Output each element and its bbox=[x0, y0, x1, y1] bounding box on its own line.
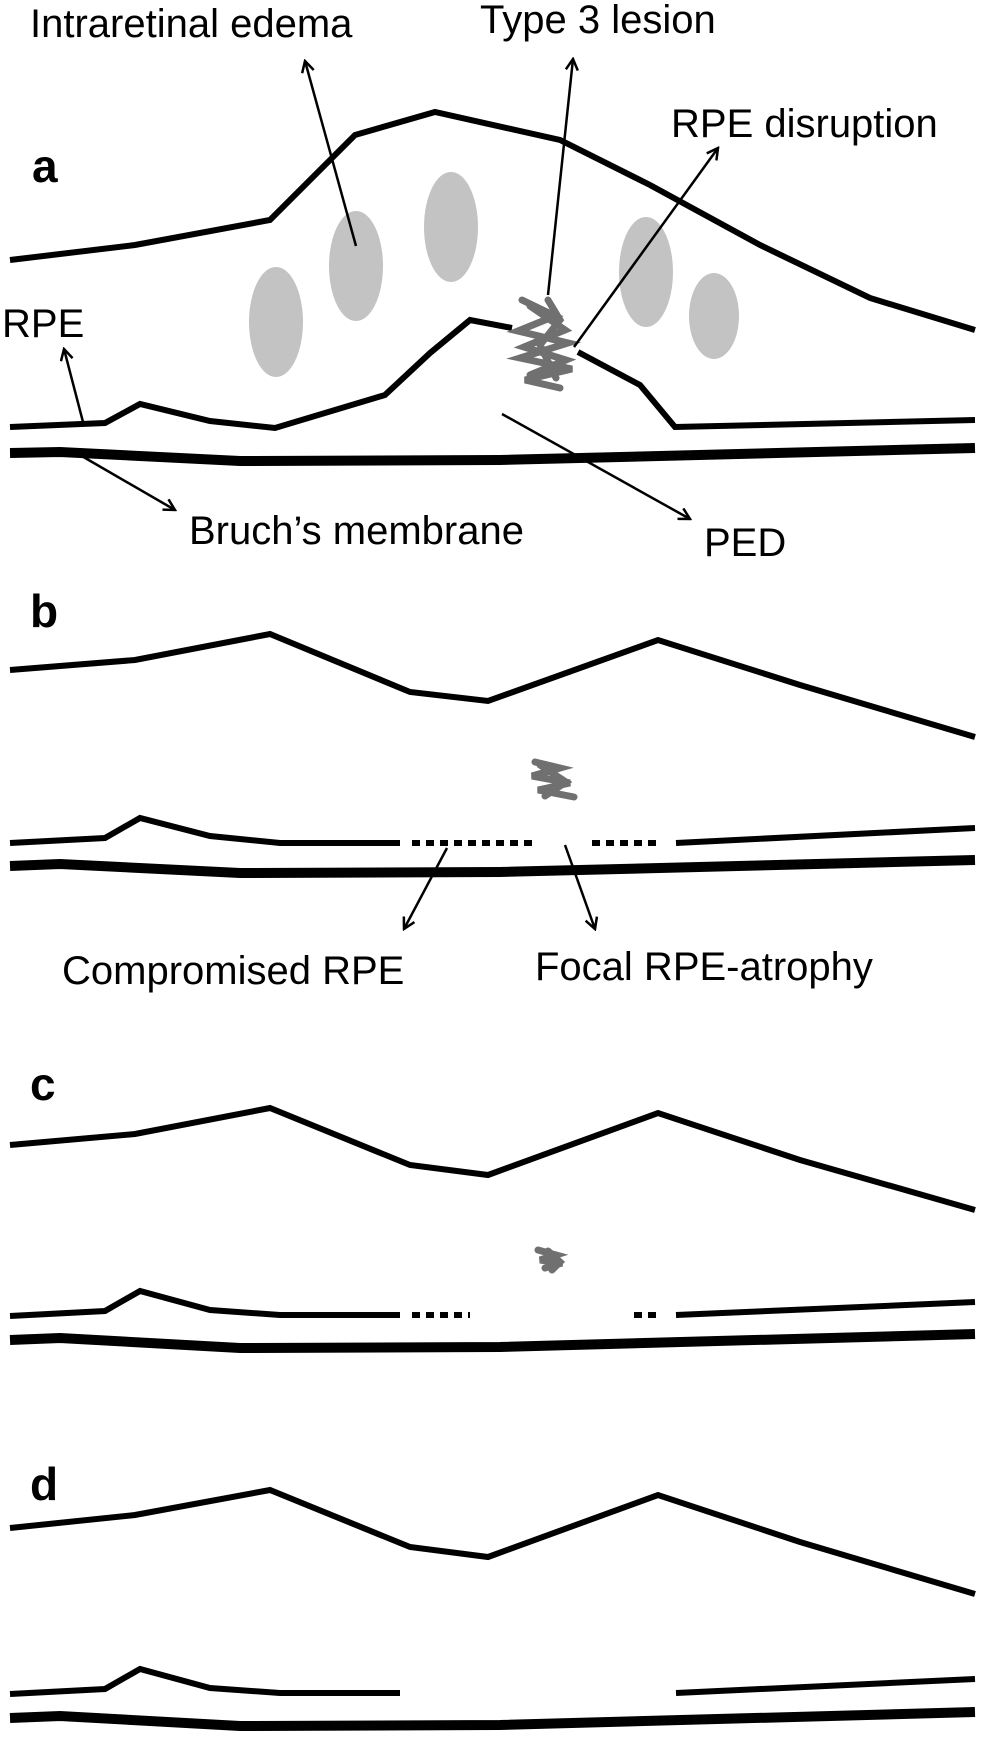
panel-a-rpe-arrow bbox=[64, 349, 85, 423]
panel-d-bruch-membrane bbox=[9, 1707, 976, 1732]
label-compromised-rpe: Compromised RPE bbox=[62, 949, 404, 993]
panel-d-label: d bbox=[30, 1458, 58, 1510]
panel-a-rpe-line-right bbox=[576, 349, 976, 431]
panel-b-rpe-line-right bbox=[675, 825, 976, 846]
panel-a-rpe-line-left bbox=[9, 316, 513, 432]
panel-d: d bbox=[9, 1458, 976, 1732]
label-focal-rpe-atrophy: Focal RPE-atrophy bbox=[535, 945, 873, 989]
panel-a-edema-cyst-3 bbox=[424, 172, 478, 282]
panel-c: c bbox=[9, 1058, 976, 1354]
panel-c-retinal-surface bbox=[9, 1104, 976, 1213]
panel-b-focal-atrophy-arrow bbox=[563, 844, 595, 929]
label-intraretinal-edema: Intraretinal edema bbox=[30, 2, 353, 46]
panel-a-bruch-membrane bbox=[9, 443, 976, 467]
panel-a-edema-cyst-1 bbox=[249, 267, 303, 377]
panel-b-bruch-membrane bbox=[9, 855, 976, 879]
panel-a-label: a bbox=[32, 140, 58, 192]
panel-c-type3-lesion bbox=[534, 1246, 569, 1274]
panel-b-label: b bbox=[30, 585, 58, 637]
panel-a-bruch-arrow bbox=[79, 453, 175, 510]
label-rpe: RPE bbox=[2, 302, 84, 346]
panel-a-edema-cyst-2 bbox=[329, 211, 383, 321]
panel-d-rpe-line-left bbox=[9, 1665, 400, 1697]
panel-a-ped-arrow bbox=[501, 412, 690, 519]
panel-c-rpe-line-right bbox=[675, 1299, 976, 1318]
panel-a-edema-cyst-5 bbox=[689, 273, 739, 359]
panel-c-bruch-membrane bbox=[9, 1329, 976, 1354]
panel-b-rpe-line-left bbox=[9, 814, 400, 846]
label-ped: PED bbox=[704, 521, 786, 565]
panel-a-type3-lesion bbox=[506, 296, 582, 392]
panel-b-compromised-arrow bbox=[404, 847, 449, 929]
panel-a-rpe-disruption-arrow bbox=[572, 148, 718, 348]
label-type3-lesion: Type 3 lesion bbox=[480, 0, 716, 42]
panel-c-label: c bbox=[30, 1058, 56, 1110]
panel-b-type3-lesion bbox=[531, 758, 578, 801]
panel-b: b Compromised RPE Focal RPE-atrophy bbox=[9, 585, 976, 993]
panel-d-rpe-line-right bbox=[675, 1676, 976, 1696]
panel-a-edema-cyst-4 bbox=[619, 217, 673, 327]
label-rpe-disruption: RPE disruption bbox=[671, 102, 938, 146]
panel-a-type3-arrow bbox=[546, 59, 573, 296]
panel-a: a Intraretinal edema Type 3 lesion RPE d bbox=[2, 0, 976, 565]
panel-a-retinal-surface bbox=[9, 108, 976, 333]
panel-b-retinal-surface bbox=[9, 630, 976, 740]
panel-c-rpe-line-left bbox=[9, 1287, 400, 1319]
panel-d-retinal-surface bbox=[9, 1486, 976, 1597]
panel-a-edema-arrow bbox=[305, 61, 358, 247]
label-bruch-membrane: Bruch’s membrane bbox=[189, 509, 524, 553]
